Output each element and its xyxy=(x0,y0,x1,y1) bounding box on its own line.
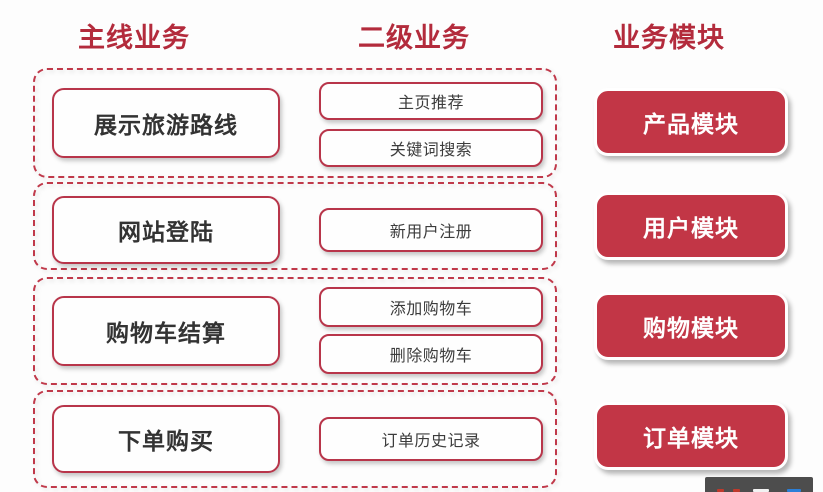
secondary-business-label-3-2: 删除购物车 xyxy=(389,348,473,365)
module-label-3: 购物模块 xyxy=(643,315,739,341)
toolbar-marker-red-left xyxy=(717,489,724,492)
module-label-1: 产品模块 xyxy=(643,111,739,137)
main-business-label-3: 购物车结算 xyxy=(106,320,226,346)
row-group-4 xyxy=(33,390,557,488)
module-box-2[interactable]: 用户模块 xyxy=(594,192,788,260)
main-business-label-2: 网站登陆 xyxy=(118,219,214,245)
module-box-4[interactable]: 订单模块 xyxy=(594,402,788,470)
secondary-business-box-2-1[interactable]: 新用户注册 xyxy=(319,208,543,252)
module-box-1[interactable]: 产品模块 xyxy=(594,88,788,156)
secondary-business-label-4-1: 订单历史记录 xyxy=(381,433,481,450)
module-label-2: 用户模块 xyxy=(643,215,739,241)
bottom-toolbar-fragment[interactable] xyxy=(705,477,813,492)
secondary-business-label-1-2: 关键词搜索 xyxy=(389,142,473,159)
main-business-label-1: 展示旅游路线 xyxy=(94,112,238,138)
column-header-main-line: 主线业务 xyxy=(78,23,190,53)
column-header-module: 业务模块 xyxy=(613,23,725,53)
column-header-secondary: 二级业务 xyxy=(358,23,470,53)
toolbar-marker-red-right xyxy=(733,489,740,492)
module-label-4: 订单模块 xyxy=(643,425,739,451)
toolbar-marker-blue xyxy=(787,489,801,492)
secondary-business-box-1-1[interactable]: 主页推荐 xyxy=(319,82,543,120)
module-box-3[interactable]: 购物模块 xyxy=(594,292,788,360)
secondary-business-box-3-1[interactable]: 添加购物车 xyxy=(319,287,543,327)
toolbar-marker-white xyxy=(753,489,769,492)
secondary-business-label-3-1: 添加购物车 xyxy=(389,301,473,318)
secondary-business-box-1-2[interactable]: 关键词搜索 xyxy=(319,129,543,167)
main-business-box-3[interactable]: 购物车结算 xyxy=(52,296,280,366)
row-group-2 xyxy=(33,182,557,270)
secondary-business-label-1-1: 主页推荐 xyxy=(397,95,464,112)
secondary-business-box-4-1[interactable]: 订单历史记录 xyxy=(319,417,543,461)
main-business-box-1[interactable]: 展示旅游路线 xyxy=(52,88,280,158)
main-business-box-4[interactable]: 下单购买 xyxy=(52,405,280,473)
secondary-business-label-2-1: 新用户注册 xyxy=(389,224,473,241)
row-group-3 xyxy=(33,277,557,385)
main-business-label-4: 下单购买 xyxy=(118,428,214,454)
secondary-business-box-3-2[interactable]: 删除购物车 xyxy=(319,334,543,374)
row-group-1 xyxy=(33,68,557,178)
main-business-box-2[interactable]: 网站登陆 xyxy=(52,196,280,264)
